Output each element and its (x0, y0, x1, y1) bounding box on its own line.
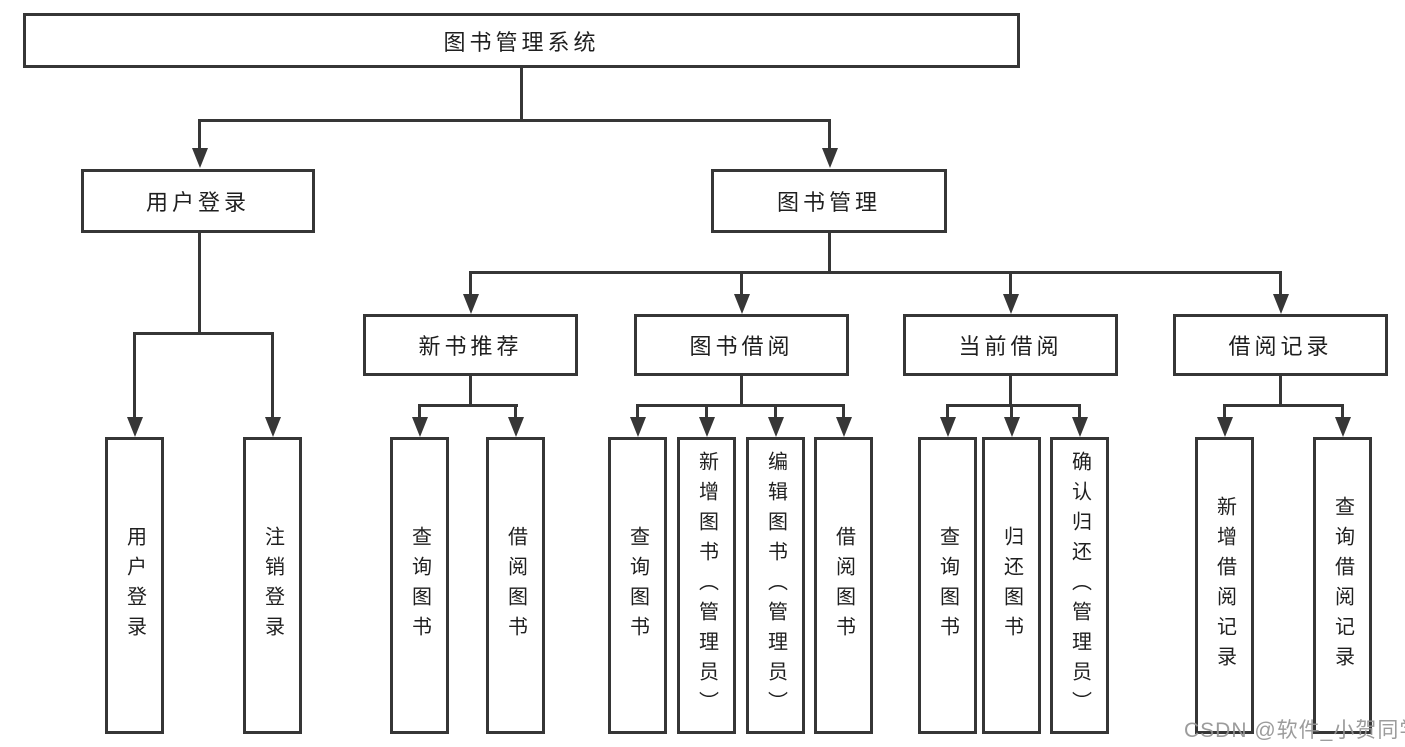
arrowhead-down-icon (1217, 417, 1233, 437)
connector-stem (740, 375, 743, 407)
connector-arrow-shaft (842, 404, 845, 420)
leaf-query-books-borrow-label: 查询图书 (626, 525, 649, 646)
arrowhead-down-icon (734, 294, 750, 314)
connector-arrow-shaft (133, 332, 136, 420)
arrowhead-down-icon (768, 417, 784, 437)
connector-arrow-shaft (828, 119, 831, 152)
connector-arrow-shaft (1009, 271, 1012, 297)
connector-arrow-shaft (1223, 404, 1226, 420)
leaf-query-books-recommend-label: 查询图书 (408, 525, 431, 646)
leaf-edit-book-admin-label: 编辑图书（管理员） (764, 450, 787, 721)
connector-stem (1279, 375, 1282, 407)
node-book-borrow-label: 图书借阅 (689, 334, 794, 359)
connector-arrow-shaft (774, 404, 777, 420)
leaf-user-login-label: 用户登录 (123, 525, 146, 646)
connector-junction-level1 (198, 119, 831, 122)
arrowhead-down-icon (1072, 417, 1088, 437)
arrowhead-down-icon (192, 148, 208, 168)
arrowhead-down-icon (630, 417, 646, 437)
connector-arrow-shaft (705, 404, 708, 420)
leaf-query-borrow-record-label: 查询借阅记录 (1331, 495, 1354, 676)
connector-junction (636, 404, 845, 407)
leaf-confirm-return-admin-label: 确认归还（管理员） (1068, 450, 1091, 721)
connector-stem (1009, 375, 1012, 407)
leaf-add-book-admin: 新增图书（管理员） (677, 437, 736, 734)
connector-arrow-shaft (946, 404, 949, 420)
arrowhead-down-icon (699, 417, 715, 437)
node-root: 图书管理系统 (23, 13, 1020, 68)
leaf-query-books-borrow: 查询图书 (608, 437, 667, 734)
leaf-logout-label: 注销登录 (261, 525, 284, 646)
arrowhead-down-icon (412, 417, 428, 437)
node-user-login-label: 用户登录 (145, 190, 250, 215)
connector-arrow-shaft (1341, 404, 1344, 420)
arrowhead-down-icon (508, 417, 524, 437)
node-book-management-label: 图书管理 (776, 190, 881, 215)
node-user-login: 用户登录 (81, 169, 315, 233)
node-borrow-records: 借阅记录 (1173, 314, 1388, 376)
leaf-edit-book-admin: 编辑图书（管理员） (746, 437, 805, 734)
arrowhead-down-icon (1335, 417, 1351, 437)
connector-arrow-shaft (1279, 271, 1282, 297)
connector-arrow-shaft (198, 119, 201, 152)
connector-junction (1223, 404, 1344, 407)
arrowhead-down-icon (940, 417, 956, 437)
connector-bookmgmt-stem (828, 232, 831, 274)
leaf-query-borrow-record: 查询借阅记录 (1313, 437, 1372, 734)
leaf-borrow-books-recommend: 借阅图书 (486, 437, 545, 734)
arrowhead-down-icon (265, 417, 281, 437)
leaf-borrow-books-recommend-label: 借阅图书 (504, 525, 527, 646)
arrowhead-down-icon (127, 417, 143, 437)
leaf-add-borrow-record: 新增借阅记录 (1195, 437, 1254, 734)
connector-arrow-shaft (1078, 404, 1081, 420)
leaf-query-books-current-label: 查询图书 (936, 525, 959, 646)
leaf-logout: 注销登录 (243, 437, 302, 734)
connector-arrow-shaft (636, 404, 639, 420)
leaf-add-book-admin-label: 新增图书（管理员） (695, 450, 718, 721)
connector-root-stem (520, 68, 523, 122)
leaf-query-books-recommend: 查询图书 (390, 437, 449, 734)
node-book-borrow: 图书借阅 (634, 314, 849, 376)
leaf-borrow-books: 借阅图书 (814, 437, 873, 734)
connector-junction-userlogin (133, 332, 274, 335)
connector-junction (946, 404, 1081, 407)
node-borrow-records-label: 借阅记录 (1228, 334, 1333, 359)
csdn-watermark: CSDN @软件_小贺同学 (1184, 719, 1405, 742)
connector-junction-level2 (469, 271, 1282, 274)
leaf-add-borrow-record-label: 新增借阅记录 (1213, 495, 1236, 676)
leaf-query-books-current: 查询图书 (918, 437, 977, 734)
connector-arrow-shaft (469, 271, 472, 297)
arrowhead-down-icon (463, 294, 479, 314)
connector-stem (469, 375, 472, 407)
connector-arrow-shaft (740, 271, 743, 297)
arrowhead-down-icon (836, 417, 852, 437)
node-root-label: 图书管理系统 (443, 29, 600, 55)
arrowhead-down-icon (1273, 294, 1289, 314)
connector-arrow-shaft (514, 404, 517, 420)
node-new-book-recommend: 新书推荐 (363, 314, 578, 376)
node-current-borrow: 当前借阅 (903, 314, 1118, 376)
connector-arrow-shaft (1010, 404, 1013, 420)
arrowhead-down-icon (822, 148, 838, 168)
node-new-book-recommend-label: 新书推荐 (418, 334, 523, 359)
connector-userlogin-stem (198, 232, 201, 335)
leaf-borrow-books-label: 借阅图书 (832, 525, 855, 646)
connector-arrow-shaft (418, 404, 421, 420)
node-current-borrow-label: 当前借阅 (958, 334, 1063, 359)
node-book-management: 图书管理 (711, 169, 947, 233)
leaf-confirm-return-admin: 确认归还（管理员） (1050, 437, 1109, 734)
connector-junction (418, 404, 518, 407)
leaf-return-books: 归还图书 (982, 437, 1041, 734)
arrowhead-down-icon (1004, 417, 1020, 437)
arrowhead-down-icon (1003, 294, 1019, 314)
connector-arrow-shaft (271, 332, 274, 420)
leaf-user-login: 用户登录 (105, 437, 164, 734)
leaf-return-books-label: 归还图书 (1000, 525, 1023, 646)
